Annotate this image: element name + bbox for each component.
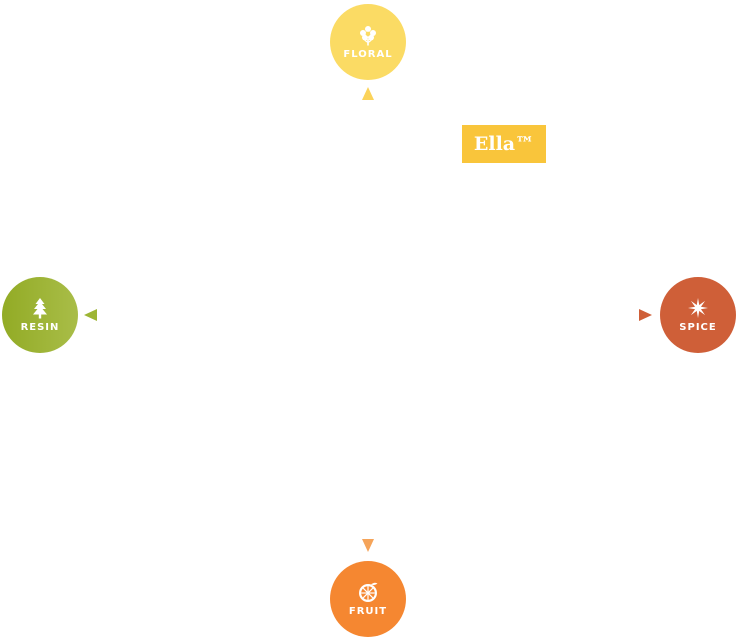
arrow-left-icon [84,309,97,321]
star-anise-icon [688,298,708,318]
pine-tree-icon [33,298,47,319]
hop-name-badge: Ella™ [462,125,546,163]
node-fruit: FRUIT [330,561,406,637]
node-label-spice: SPICE [679,322,717,333]
node-label-resin: RESIN [20,322,60,333]
arrow-down-icon [362,539,374,552]
node-spice: SPICE [660,277,736,353]
node-label-floral: FLORAL [343,49,393,60]
node-resin: RESIN [2,277,78,353]
node-floral: FLORAL [330,4,406,80]
arrow-right-icon [639,309,652,321]
flower-icon [360,26,376,46]
citrus-slice-icon [359,582,378,602]
node-label-fruit: FRUIT [348,606,388,617]
arrow-up-icon [362,87,374,100]
